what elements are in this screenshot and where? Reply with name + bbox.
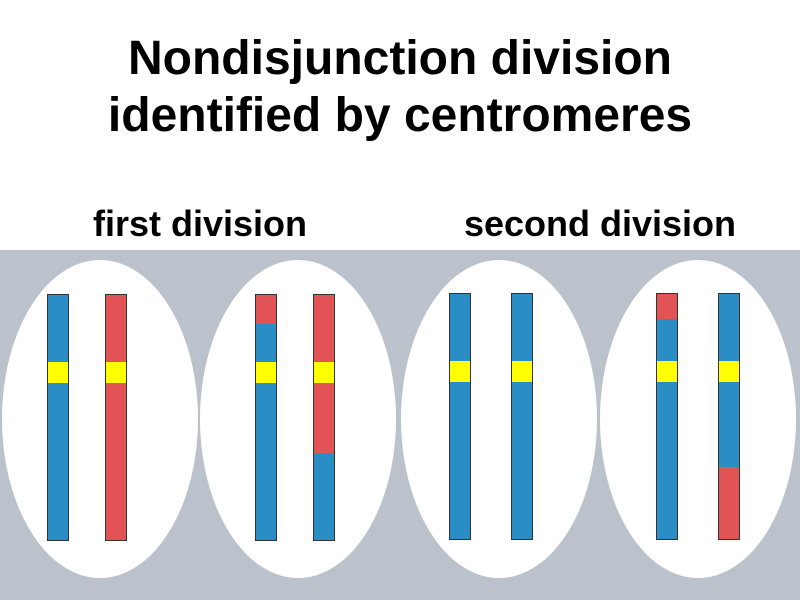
chromosome-1-2: [105, 294, 127, 541]
chromosome-segment-blue: [512, 294, 532, 361]
chromosome-segment-blue: [314, 453, 334, 540]
centromere: [314, 362, 334, 383]
chromosome-2-1: [255, 294, 277, 541]
second-division-label: second division: [438, 203, 762, 245]
chromosome-segment-blue: [48, 295, 68, 362]
chromosome-segment-blue: [719, 294, 739, 361]
cell-1: [2, 260, 198, 578]
chromosome-segment-blue: [48, 383, 68, 540]
chromosome-segment-red: [106, 295, 126, 362]
cell-2: [200, 260, 396, 578]
chromosome-segment-blue: [256, 324, 276, 362]
title-line-1: Nondisjunction division: [0, 30, 800, 87]
chromosome-segment-blue: [657, 382, 677, 539]
centromere: [657, 361, 677, 382]
centromere: [450, 361, 470, 382]
chromosome-segment-red: [657, 294, 677, 319]
chromosome-1-1: [47, 294, 69, 541]
centromere: [106, 362, 126, 383]
chromosome-segment-red: [719, 467, 739, 539]
page-title: Nondisjunction division identified by ce…: [0, 30, 800, 144]
centromere: [48, 362, 68, 383]
title-line-2: identified by centromeres: [0, 87, 800, 144]
chromosome-segment-red: [256, 295, 276, 324]
centromere: [512, 361, 532, 382]
chromosome-segment-blue: [450, 294, 470, 361]
chromosome-segment-blue: [450, 382, 470, 539]
centromere: [719, 361, 739, 382]
chromosome-segment-blue: [657, 319, 677, 362]
centromere: [256, 362, 276, 383]
chromosome-segment-red: [106, 383, 126, 540]
chromosome-4-2: [718, 293, 740, 540]
chromosome-segment-blue: [256, 383, 276, 540]
chromosome-2-2: [313, 294, 335, 541]
cell-3: [401, 260, 597, 578]
chromosome-segment-blue: [719, 382, 739, 467]
chromosome-3-2: [511, 293, 533, 540]
chromosome-segment-blue: [512, 382, 532, 539]
chromosome-segment-red: [314, 383, 334, 453]
first-division-label: first division: [50, 203, 350, 245]
chromosome-segment-red: [314, 295, 334, 362]
chromosome-3-1: [449, 293, 471, 540]
chromosome-4-1: [656, 293, 678, 540]
cell-4: [600, 260, 796, 578]
